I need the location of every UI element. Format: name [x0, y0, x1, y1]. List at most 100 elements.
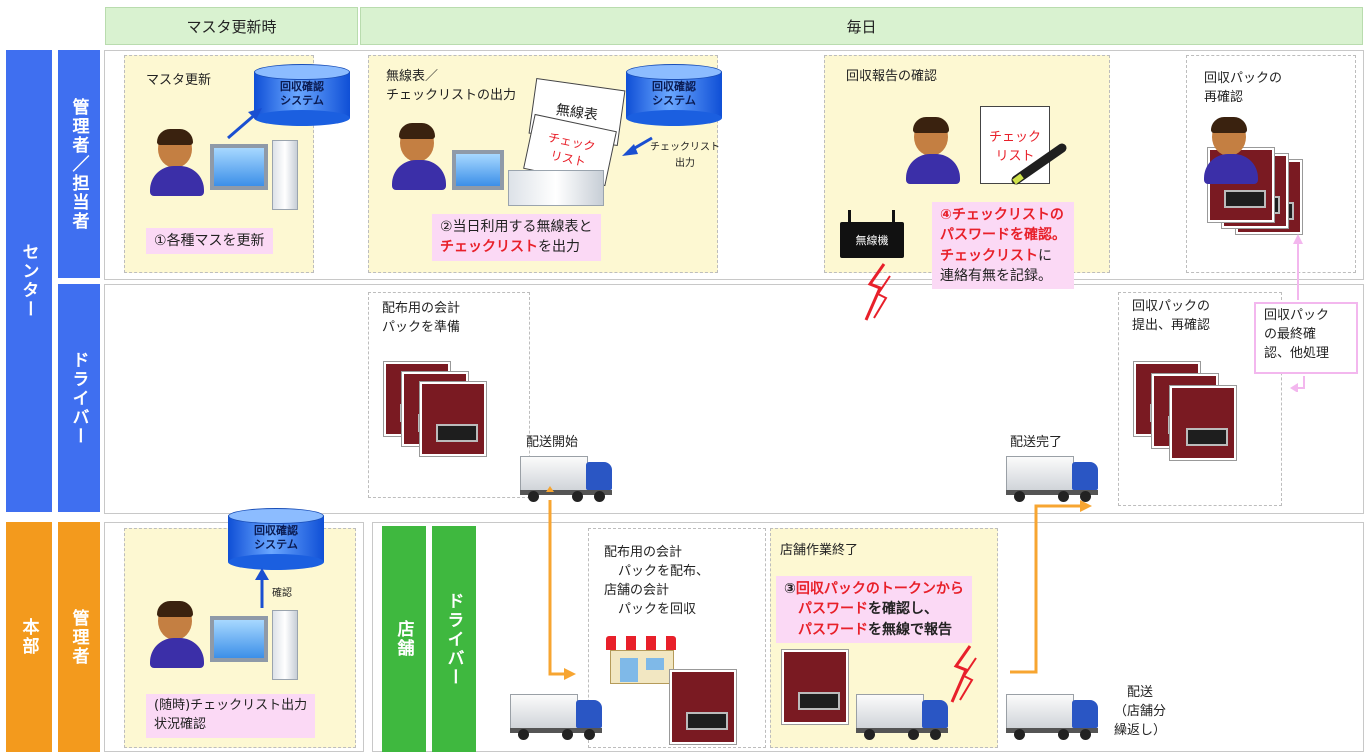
checklist-paper-line: チェック	[988, 130, 1041, 145]
radio-device-label: 無線機	[855, 234, 889, 247]
step3-number: ③	[784, 581, 796, 597]
arrow-icon	[622, 136, 653, 156]
database-icon: 回収確認システム	[254, 64, 350, 126]
output-label-line: チェックリスト	[650, 142, 720, 153]
pack-icon	[670, 670, 736, 744]
step2-caption-line: ②当日利用する無線表と	[440, 219, 593, 235]
db-label: システム	[254, 537, 298, 551]
driver-end-title: 回収パックの 提出、再確認	[1132, 298, 1210, 336]
arrow-icon	[1010, 500, 1092, 674]
antenna-icon	[848, 210, 851, 224]
step2-title-line: 無線表／	[386, 69, 439, 84]
store-distribute-line: パックを回収	[618, 601, 697, 617]
db-label: 回収確認	[652, 80, 696, 93]
operator-icon	[150, 129, 206, 196]
delivery-start-label: 配送開始	[526, 435, 579, 450]
lane-honbu-admin-label: 管理者	[68, 608, 89, 666]
delivery-repeat-line: 繰返し）	[1114, 722, 1167, 738]
checklist-output-label: チェックリスト 出力	[650, 140, 720, 172]
step1-title: マスタ更新	[146, 73, 212, 88]
lane-center-admin-band: 管理者／担当者	[58, 50, 100, 278]
pen-icon	[1011, 143, 1067, 185]
output-label-line: 出力	[675, 158, 695, 169]
pack-icon	[1170, 386, 1236, 460]
lane-store-driver-band: ドライバー	[432, 526, 476, 752]
step3-caption-red: パスワード	[798, 621, 868, 638]
checklist-paper-line: リスト	[995, 149, 1035, 164]
monitor-icon	[210, 144, 268, 190]
step4-caption-tail: に	[1038, 247, 1052, 264]
driver-end-title-line: 提出、再確認	[1132, 317, 1211, 333]
lane-honbu-label: 本部	[18, 618, 39, 656]
arrow-icon	[546, 486, 576, 680]
store-distribute-line: 配布用の会計	[604, 545, 683, 560]
monitor-icon	[210, 616, 268, 662]
arrow-icon	[227, 108, 262, 140]
honbu-caption-line: (随時)チェックリスト出力	[154, 698, 308, 713]
delivery-complete-label: 配送完了	[1010, 435, 1063, 450]
step3-caption: ③回収パックのトークンから パスワードを確認し、 パスワードを無線で報告	[776, 576, 972, 643]
delivery-repeat-label: 配送 （店舗分 繰返し）	[1114, 684, 1166, 741]
driver-prep-title: 配布用の会計 パックを準備	[382, 300, 460, 338]
delivery-repeat-line: 配送	[1127, 685, 1154, 700]
lane-center-band: センター	[6, 50, 52, 512]
header-daily: 毎日	[360, 7, 1363, 45]
db-label: システム	[652, 93, 696, 107]
step4-title: 回収報告の確認	[846, 69, 938, 84]
driver-end-title-line: 回収パックの	[1132, 299, 1211, 314]
honbu-confirm-label: 確認	[272, 588, 292, 599]
truck-icon	[520, 456, 612, 502]
radio-signal-icon	[950, 645, 977, 703]
pack-icon	[420, 382, 486, 456]
pc-tower-icon	[272, 140, 298, 210]
db-label: システム	[280, 93, 324, 107]
store-distribute-text: 配布用の会計 パックを配布、 店舗の会計 パックを回収	[604, 544, 709, 619]
step2-caption-tail: を出力	[538, 239, 580, 256]
lane-store-band: 店舗	[382, 526, 426, 752]
store-distribute-box	[588, 528, 766, 748]
honbu-caption-line: 状況確認	[154, 716, 207, 732]
store-distribute-line: パックを配布、	[618, 563, 710, 579]
step2-caption: ②当日利用する無線表と チェックリストを出力	[432, 214, 601, 261]
operator-icon	[906, 117, 962, 184]
pack-icon	[782, 650, 848, 724]
store-building-icon	[606, 636, 676, 684]
step4-caption-red: チェックリスト	[940, 247, 1038, 264]
driver-prep-title-line: パックを準備	[382, 319, 461, 335]
lane-center-driver-band: ドライバー	[58, 284, 100, 512]
honbu-caption: (随時)チェックリスト出力 状況確認	[146, 694, 316, 738]
step4-caption-line: 連絡有無を記録。	[940, 267, 1052, 284]
final-check-line: 認、他処理	[1264, 345, 1330, 361]
final-check-box: 回収パック の最終確 認、他処理	[1254, 302, 1358, 374]
truck-icon	[1006, 694, 1098, 740]
database-icon: 回収確認システム	[626, 64, 722, 126]
database-icon: 回収確認システム	[228, 508, 324, 570]
operator-icon	[392, 123, 448, 190]
lane-store-label: 店舗	[393, 620, 414, 658]
checklist-paper: チェック リスト	[980, 106, 1050, 184]
recheck-box	[1186, 55, 1356, 273]
driver-prep-title-line: 配布用の会計	[382, 301, 461, 316]
final-check-line: 回収パック	[1264, 308, 1330, 323]
step3-caption-tail: を無線で報告	[868, 621, 952, 638]
lane-honbu-band: 本部	[6, 522, 52, 752]
step3-caption-red: 回収パックのトークンから	[795, 581, 964, 597]
header-master-update: マスタ更新時	[105, 7, 358, 45]
step4-caption-line: ④チェックリストの	[940, 207, 1064, 223]
recheck-title-line: 回収パックの	[1204, 71, 1283, 86]
store-done-title: 店舗作業終了	[780, 543, 859, 558]
pc-tower-icon	[272, 610, 298, 680]
driver-prep-box	[368, 292, 530, 498]
antenna-icon	[892, 210, 895, 224]
radio-signal-icon	[864, 263, 891, 321]
lane-center-admin-label: 管理者／担当者	[68, 97, 89, 231]
lane-store-driver-label: ドライバー	[443, 591, 464, 687]
step2-title: 無線表／ チェックリストの出力	[386, 68, 516, 106]
lane-center-driver-label: ドライバー	[68, 350, 89, 446]
arrow-icon	[1290, 234, 1305, 392]
db-label: 回収確認	[280, 80, 324, 93]
truck-icon	[856, 694, 948, 740]
truck-icon	[510, 694, 602, 740]
delivery-repeat-line: （店舗分	[1114, 703, 1167, 719]
